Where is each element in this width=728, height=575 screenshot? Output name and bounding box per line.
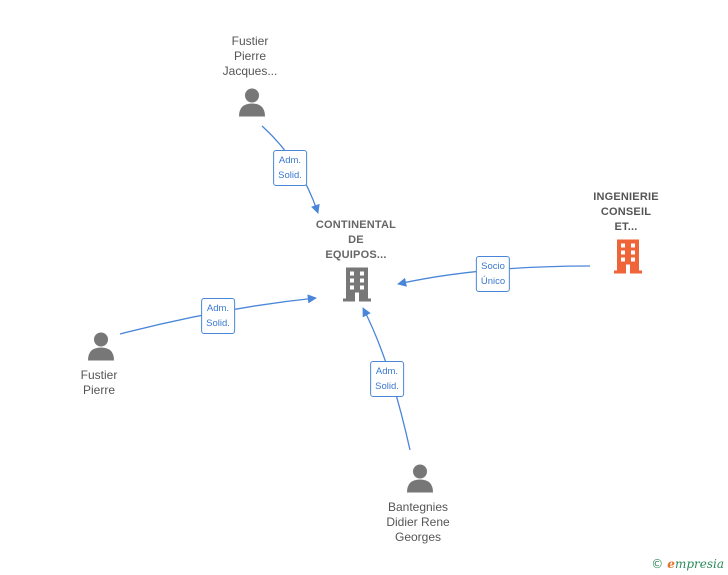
edge-label-adm-solid[interactable]: Adm. Solid. xyxy=(273,150,307,186)
person-icon[interactable] xyxy=(237,87,267,122)
copyright-symbol: © xyxy=(651,557,664,571)
node-label-center: CONTINENTAL DE EQUIPOS... xyxy=(315,219,397,261)
building-icon[interactable] xyxy=(613,238,643,279)
building-icon[interactable] xyxy=(342,266,372,307)
brand-name: mpresia xyxy=(674,557,724,571)
node-label-fustier-jacques: Fustier Pierre Jacques... xyxy=(222,34,278,78)
brand-initial: e xyxy=(667,557,675,571)
node-label-fustier-pierre: Fustier Pierre xyxy=(80,368,118,397)
node-label-bantegnies: Bantegnies Didier Rene Georges xyxy=(386,500,450,544)
edge-label-adm-solid[interactable]: Adm. Solid. xyxy=(370,361,404,397)
person-icon[interactable] xyxy=(405,463,435,498)
edge-label-socio-unico[interactable]: Socio Único xyxy=(475,256,511,292)
edge-label-adm-solid[interactable]: Adm. Solid. xyxy=(201,298,235,334)
person-icon[interactable] xyxy=(86,331,116,366)
brand-watermark: ©empresia xyxy=(651,557,724,571)
node-label-ingenierie: INGENIERIE CONSEIL ET... xyxy=(593,191,659,233)
